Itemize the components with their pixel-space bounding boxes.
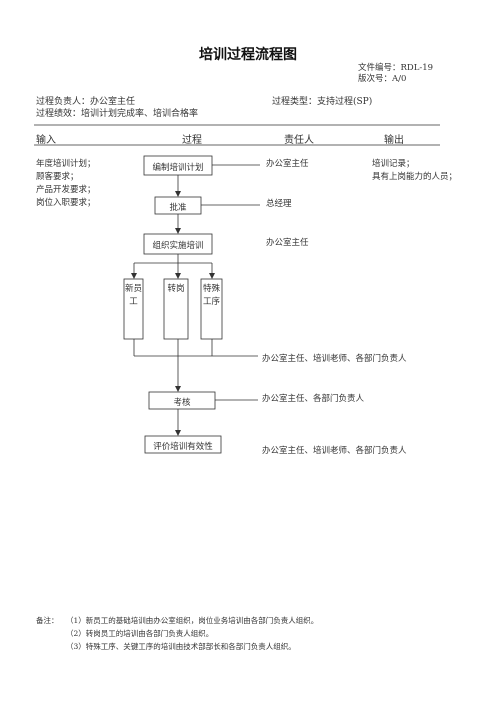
special-box [200, 278, 223, 340]
transfer-box [163, 278, 189, 340]
column-output: 输出 [384, 135, 404, 146]
input-item: 年度培训计划； [36, 159, 96, 169]
remark-item: （1）新员工的基础培训由办公室组织，岗位业务培训由各部门负责人组织。 [66, 616, 319, 625]
step-transfer: 转岗 [167, 284, 185, 294]
evaluate-box [144, 435, 222, 454]
doc-number: 文件编号：RDL-19 [358, 63, 434, 73]
input-item: 岗位入职要求； [36, 198, 96, 208]
assess-box [148, 391, 216, 410]
resp-evaluate: 办公室主任、培训老师、各部门负责人 [262, 446, 407, 456]
input-item: 顾客要求； [36, 172, 79, 182]
process-kpi: 过程绩效：培训计划完成率、培训合格率 [36, 109, 199, 119]
remarks-label: 备注： [36, 616, 59, 625]
step-special: 特殊工序 [202, 284, 220, 307]
step-organize: 组织实施培训 [152, 241, 204, 251]
process-owner: 过程负责人：办公室主任 [36, 97, 136, 107]
input-item: 产品开发要求； [36, 185, 96, 195]
step-approve: 批准 [169, 203, 187, 213]
column-process: 过程 [182, 135, 202, 146]
step-evaluate: 评价培训有效性 [153, 442, 213, 452]
remark-item: （2）转岗员工的培训由各部门负责人组织。 [66, 629, 214, 638]
resp-approve: 总经理 [266, 199, 292, 209]
step-plan: 编制培训计划 [152, 163, 204, 173]
remark-item: （3）特殊工序、关键工序的培训由技术部部长和各部门负责人组织。 [66, 642, 296, 651]
column-responsible: 责任人 [284, 135, 314, 146]
output-item: 培训记录； [372, 159, 415, 169]
resp-organize: 办公室主任 [266, 238, 309, 248]
resp-training: 办公室主任、培训老师、各部门负责人 [262, 354, 407, 364]
resp-assess: 办公室主任、各部门负责人 [262, 394, 365, 404]
resp-plan: 办公室主任 [266, 159, 309, 169]
page-title: 培训过程流程图 [199, 47, 297, 63]
column-input: 输入 [36, 135, 56, 146]
step-new-staff: 新员工 [124, 284, 142, 307]
new-staff-box [123, 278, 144, 340]
step-assess: 考核 [173, 398, 191, 408]
process-type: 过程类型：支持过程(SP) [272, 97, 373, 107]
output-item: 具有上岗能力的人员； [372, 172, 458, 182]
version-number: 版次号：A/0 [358, 74, 407, 84]
